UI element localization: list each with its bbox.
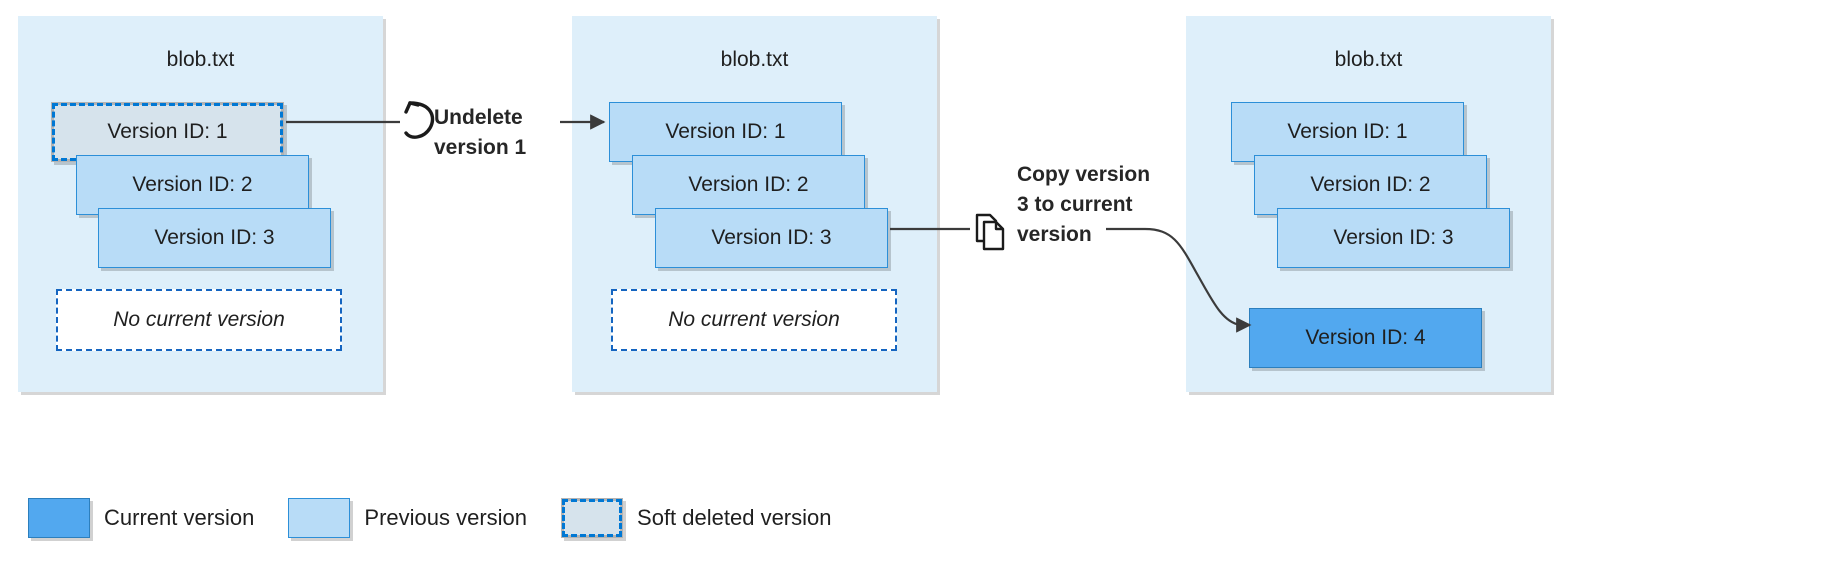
- panel-3-title: blob.txt: [1334, 48, 1403, 71]
- panel-3-version-2-label: Version ID: 2: [1310, 173, 1431, 196]
- panel-2-version-3: Version ID: 3: [655, 208, 888, 268]
- panel-2-version-1: Version ID: 1: [609, 102, 842, 162]
- panel-1-version-3-label: Version ID: 3: [154, 226, 275, 249]
- legend-item-deleted: Soft deleted version: [561, 498, 832, 538]
- panel-3-current-version: Version ID: 4: [1249, 308, 1482, 368]
- panel-1-version-2-label: Version ID: 2: [132, 173, 253, 196]
- legend-label-deleted: Soft deleted version: [637, 505, 832, 530]
- panel-1-version-1: Version ID: 1: [51, 102, 284, 162]
- legend-label-current: Current version: [104, 505, 255, 530]
- panel-1-version-1-label: Version ID: 1: [107, 120, 228, 143]
- panel-2-version-2: Version ID: 2: [632, 155, 865, 215]
- copy-annotation-line2: 3 to current: [1017, 192, 1133, 216]
- panel-2-no-current-version: No current version: [611, 289, 897, 351]
- legend: Current version Previous version Soft de…: [28, 498, 866, 538]
- undelete-annotation: Undelete version 1: [434, 103, 556, 163]
- copy-annotation: Copy version 3 to current version: [1017, 160, 1177, 249]
- legend-item-current: Current version: [28, 498, 254, 538]
- panel-2-version-1-label: Version ID: 1: [665, 120, 786, 143]
- panel-2-no-current-version-label: No current version: [668, 308, 840, 331]
- copy-annotation-line1: Copy version: [1017, 163, 1151, 186]
- legend-swatch-deleted-icon: [561, 498, 624, 538]
- panel-3-version-2: Version ID: 2: [1254, 155, 1487, 215]
- panel-3-version-1: Version ID: 1: [1231, 102, 1464, 162]
- panel-1-no-current-version-label: No current version: [113, 308, 285, 331]
- panel-1-version-3: Version ID: 3: [98, 208, 331, 268]
- panel-2-title: blob.txt: [720, 48, 789, 71]
- panel-3-version-1-label: Version ID: 1: [1287, 120, 1408, 143]
- panel-1-no-current-version: No current version: [56, 289, 342, 351]
- undo-icon: [404, 101, 435, 139]
- copy-annotation-line3: version: [1017, 222, 1092, 246]
- panel-3-current-version-label: Version ID: 4: [1305, 326, 1426, 349]
- panel-2-version-2-label: Version ID: 2: [688, 173, 809, 196]
- blob-panel-2: blob.txt Version ID: 1 Version ID: 2 Ver…: [572, 16, 937, 392]
- panel-1-title: blob.txt: [166, 48, 235, 71]
- undelete-annotation-line1: Undelete: [434, 106, 523, 129]
- legend-item-previous: Previous version: [288, 498, 527, 538]
- undelete-annotation-line2: version 1: [434, 135, 527, 159]
- blob-panel-3: blob.txt Version ID: 1 Version ID: 2 Ver…: [1186, 16, 1551, 392]
- legend-swatch-current-icon: [28, 498, 90, 538]
- panel-3-version-3-label: Version ID: 3: [1333, 226, 1454, 249]
- panel-3-version-3: Version ID: 3: [1277, 208, 1510, 268]
- legend-label-previous: Previous version: [364, 505, 528, 530]
- legend-swatch-previous-icon: [288, 498, 351, 538]
- panel-1-version-2: Version ID: 2: [76, 155, 309, 215]
- copy-icon: [975, 213, 1005, 251]
- panel-2-version-3-label: Version ID: 3: [711, 226, 832, 249]
- blob-panel-1: blob.txt Version ID: 1 Version ID: 2 Ver…: [18, 16, 383, 392]
